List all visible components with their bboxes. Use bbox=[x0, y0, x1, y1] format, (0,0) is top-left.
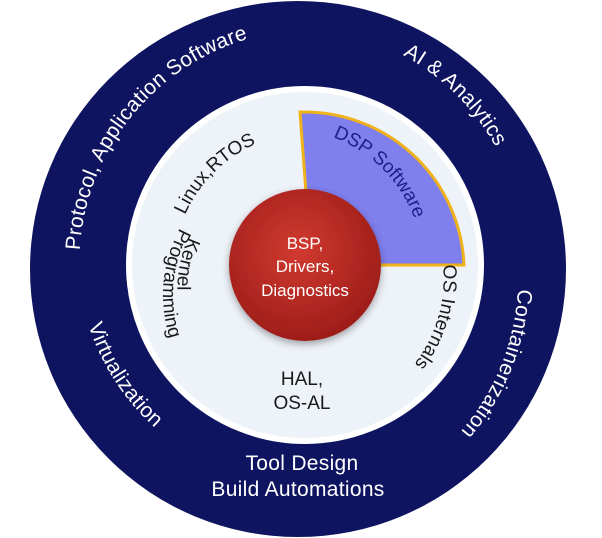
core-label-diagnostics: Diagnostics bbox=[261, 281, 349, 300]
core-label-drivers: Drivers, bbox=[276, 257, 335, 276]
label-os-al: OS-AL bbox=[273, 393, 330, 414]
core-label-bsp: BSP, bbox=[287, 234, 324, 253]
label-tool-design: Tool Design bbox=[245, 452, 358, 475]
core-circle bbox=[229, 189, 381, 341]
label-hal: HAL, bbox=[281, 369, 323, 390]
label-build-automations: Build Automations bbox=[211, 478, 384, 501]
